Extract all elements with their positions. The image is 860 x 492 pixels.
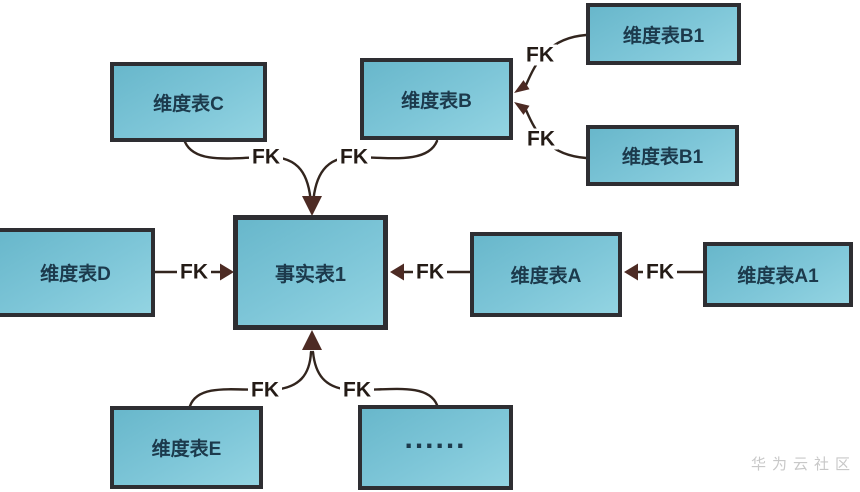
fk-label-a1-a: FK	[643, 261, 677, 283]
arrowhead-into-dim-b-upper	[514, 80, 530, 93]
fk-label-b1-top-b: FK	[523, 44, 557, 66]
node-dim-table-c: 维度表C	[110, 62, 267, 142]
arrowhead-into-dim-a	[624, 263, 638, 281]
node-dim-table-a1-label: 维度表A1	[737, 266, 819, 287]
arrowhead-into-fact-bottom	[302, 330, 322, 350]
fk-label-c-fact: FK	[249, 146, 283, 168]
node-dim-table-a1: 维度表A1	[703, 242, 853, 307]
fk-label-b1-bot-b: FK	[524, 128, 558, 150]
fk-label-etc-fact: FK	[340, 379, 374, 401]
fk-label-b-fact: FK	[337, 146, 371, 168]
edge-dim-b-to-fact	[311, 139, 439, 206]
node-dim-table-b: 维度表B	[360, 58, 513, 140]
edge-dim-etc-to-fact	[311, 350, 439, 407]
arrowhead-into-fact-right	[390, 263, 404, 281]
node-dim-table-a: 维度表A	[470, 232, 622, 317]
edge-dim-c-to-fact	[183, 140, 313, 206]
node-fact-table-label: 事实表1	[274, 264, 347, 286]
node-dim-table-ellipsis-label: ......	[404, 421, 467, 455]
node-dim-table-a-label: 维度表A	[510, 266, 582, 287]
node-dim-table-b1-bottom-label: 维度表B1	[621, 147, 704, 168]
node-dim-table-b1-bottom: 维度表B1	[586, 125, 739, 186]
arrowhead-into-fact-top	[302, 196, 322, 216]
node-fact-table: 事实表1	[233, 215, 388, 330]
node-dim-table-c-label: 维度表C	[153, 93, 224, 115]
node-dim-table-b1-top: 维度表B1	[586, 3, 741, 65]
arrowhead-into-fact-left	[220, 263, 234, 281]
node-dim-table-d-label: 维度表D	[40, 264, 111, 285]
arrowhead-into-dim-b-lower	[514, 102, 530, 115]
node-dim-table-b1-top-label: 维度表B1	[622, 25, 705, 47]
node-dim-table-b-label: 维度表B	[401, 90, 472, 112]
node-dim-table-ellipsis: ......	[358, 405, 513, 490]
fk-label-a-fact: FK	[413, 261, 447, 283]
fk-label-e-fact: FK	[248, 379, 282, 401]
node-dim-table-e: 维度表E	[110, 406, 263, 489]
node-dim-table-d: 维度表D	[0, 228, 155, 317]
node-dim-table-e-label: 维度表E	[151, 439, 222, 460]
fk-label-d-fact: FK	[177, 261, 211, 283]
watermark-text: 华为云社区	[750, 456, 856, 473]
